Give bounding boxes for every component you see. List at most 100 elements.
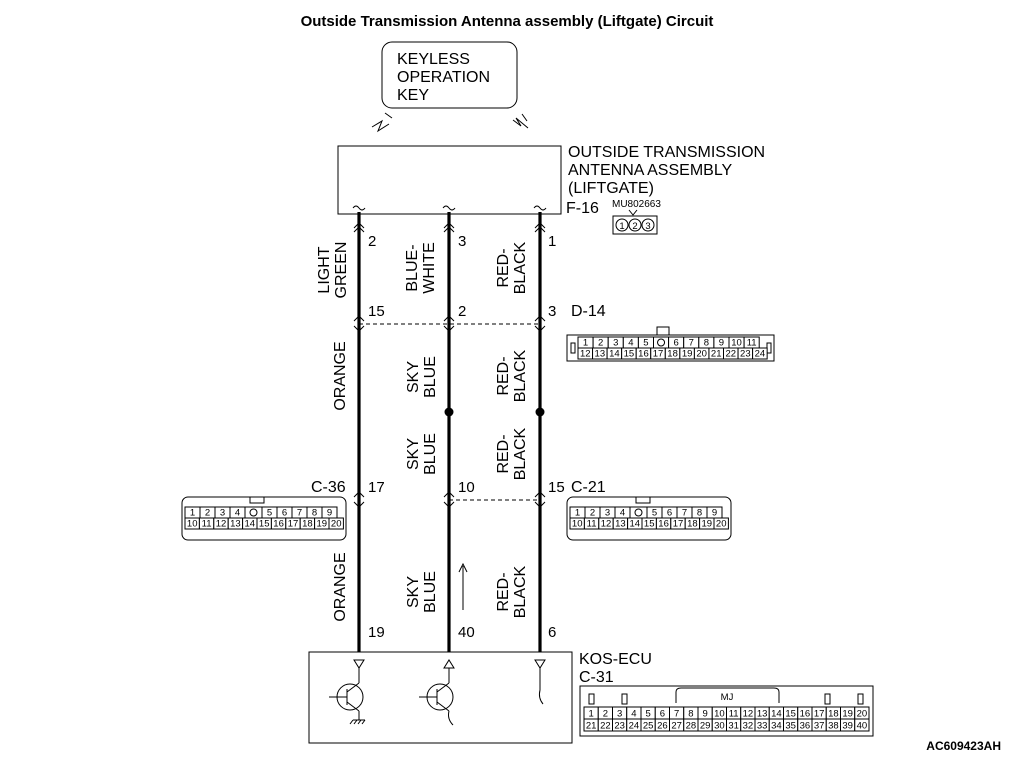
connector-pin-number: 5: [267, 508, 272, 519]
connector-pin-number: 9: [702, 709, 707, 720]
connector-pin-number: 2: [603, 709, 608, 720]
connector-pin-number: 10: [714, 709, 725, 720]
wireless-signal-icon: [371, 112, 393, 133]
ecu-label-line-1: KOS-ECU: [579, 651, 652, 668]
connector-pin-number: 4: [620, 508, 625, 519]
connector-pin-number: 5: [652, 508, 657, 519]
connector-pin-number: 19: [842, 709, 853, 720]
connector-pin-number: 20: [857, 709, 868, 720]
connector-pin-number: 12: [601, 519, 612, 530]
connector-pin-number: 14: [245, 519, 256, 530]
ecu-label-line-2: C-31: [579, 669, 614, 686]
connector-key-icon: [249, 508, 258, 517]
wire-color-label: BLACK: [512, 241, 529, 294]
connector-pin-number: 19: [317, 519, 328, 530]
connector-pin-number: 6: [282, 508, 287, 519]
transistor-icon: [419, 668, 454, 726]
connector-pin-number: 11: [729, 709, 739, 720]
connector-pin-number: 2: [590, 508, 595, 519]
connector-pin-number: 3: [605, 508, 610, 519]
connector-pin-number: 16: [658, 519, 669, 530]
antenna-label-line-3: (LIFTGATE): [568, 180, 654, 197]
connector-pin-number: 34: [771, 721, 782, 732]
wire-color-labels: LIGHT GREEN BLUE- WHITE RED- BLACK ORANG…: [316, 241, 529, 621]
connector-pin-number: 36: [800, 721, 811, 732]
wire-color-label: BLUE: [422, 356, 439, 398]
antenna-assembly: OUTSIDE TRANSMISSION ANTENNA ASSEMBLY (L…: [337, 144, 765, 217]
connector-pin-number: 21: [711, 349, 722, 360]
connector-pin-number: 13: [230, 519, 241, 530]
wire-color-label: WHITE: [421, 242, 438, 294]
connector-pin-number: 18: [828, 709, 839, 720]
connector-pin-number: 9: [719, 338, 724, 349]
connector-pin-number: 27: [671, 721, 682, 732]
pin-number: 40: [458, 624, 475, 641]
connector-pin-number: 14: [630, 519, 641, 530]
input-marker-icon: [353, 659, 365, 669]
connector-pin-number: 13: [757, 709, 768, 720]
connector-pin-number: 40: [857, 721, 868, 732]
wire-color-label: BLACK: [512, 427, 529, 480]
connector-id-d14: D-14: [571, 303, 606, 320]
connector-pin-number: 39: [842, 721, 853, 732]
connector-pin-number: 6: [667, 508, 672, 519]
splice-point: [535, 407, 545, 417]
pin-number: 15: [548, 479, 565, 496]
kos-ecu: KOS-ECU C-31: [308, 651, 652, 744]
f16-pin-label: 2: [632, 221, 637, 232]
connector-pin-number: 16: [800, 709, 811, 720]
connector-pin-number: 10: [731, 338, 742, 349]
connector-pin-number: 9: [712, 508, 717, 519]
pin-number: 3: [548, 303, 556, 320]
connector-pin-number: 4: [631, 709, 636, 720]
connector-pin-number: 28: [686, 721, 697, 732]
connector-pin-number: 17: [288, 519, 299, 530]
connector-pin-number: 6: [660, 709, 665, 720]
antenna-label-line-1: OUTSIDE TRANSMISSION: [568, 144, 765, 161]
f16-connector-face: 1 2 3: [612, 209, 658, 235]
connector-pin-number: 4: [628, 338, 633, 349]
connector-pin-number: 12: [743, 709, 754, 720]
connector-id-c21: C-21: [571, 479, 606, 496]
connector-pin-number: 7: [674, 709, 679, 720]
connector-pin-number: 33: [757, 721, 768, 732]
antenna-pin-stubs: [352, 205, 547, 211]
connector-pin-number: 7: [689, 338, 694, 349]
connector-pin-number: 13: [595, 349, 606, 360]
pin-number: 2: [368, 233, 376, 250]
pin-number: 2: [458, 303, 466, 320]
connector-pin-number: 6: [674, 338, 679, 349]
connector-pin-number: 7: [297, 508, 302, 519]
pin-number: 3: [458, 233, 466, 250]
connector-pin-number: 3: [613, 338, 618, 349]
connector-pin-number: 20: [696, 349, 707, 360]
connector-pin-number: 16: [638, 349, 649, 360]
keyless-operation-key: KEYLESS OPERATION KEY: [381, 41, 518, 109]
connector-pin-number: 17: [653, 349, 664, 360]
wire-color-label: BLUE-: [404, 244, 421, 291]
connector-pin-number: 24: [629, 721, 640, 732]
connector-pin-number: 25: [643, 721, 654, 732]
pin-number: 15: [368, 303, 385, 320]
connector-pin-number: 35: [785, 721, 796, 732]
connector-pin-number: 2: [205, 508, 210, 519]
pin-number: 6: [548, 624, 556, 641]
connector-pin-number: 19: [702, 519, 713, 530]
connector-pin-number: 29: [700, 721, 711, 732]
input-marker-icon: [534, 659, 546, 669]
wire-color-label: BLUE: [422, 433, 439, 475]
connector-pin-number: 21: [586, 721, 597, 732]
connector-pin-number: 7: [682, 508, 687, 519]
diagram-title: Outside Transmission Antenna assembly (L…: [301, 13, 714, 30]
wire-color-label: RED-: [495, 248, 512, 287]
wire-color-label: BLUE: [422, 571, 439, 613]
wire-color-label: SKY: [405, 438, 422, 470]
connector-pin-number: 31: [728, 721, 739, 732]
connector-pin-number: 5: [643, 338, 648, 349]
connector-pin-number: 15: [644, 519, 655, 530]
